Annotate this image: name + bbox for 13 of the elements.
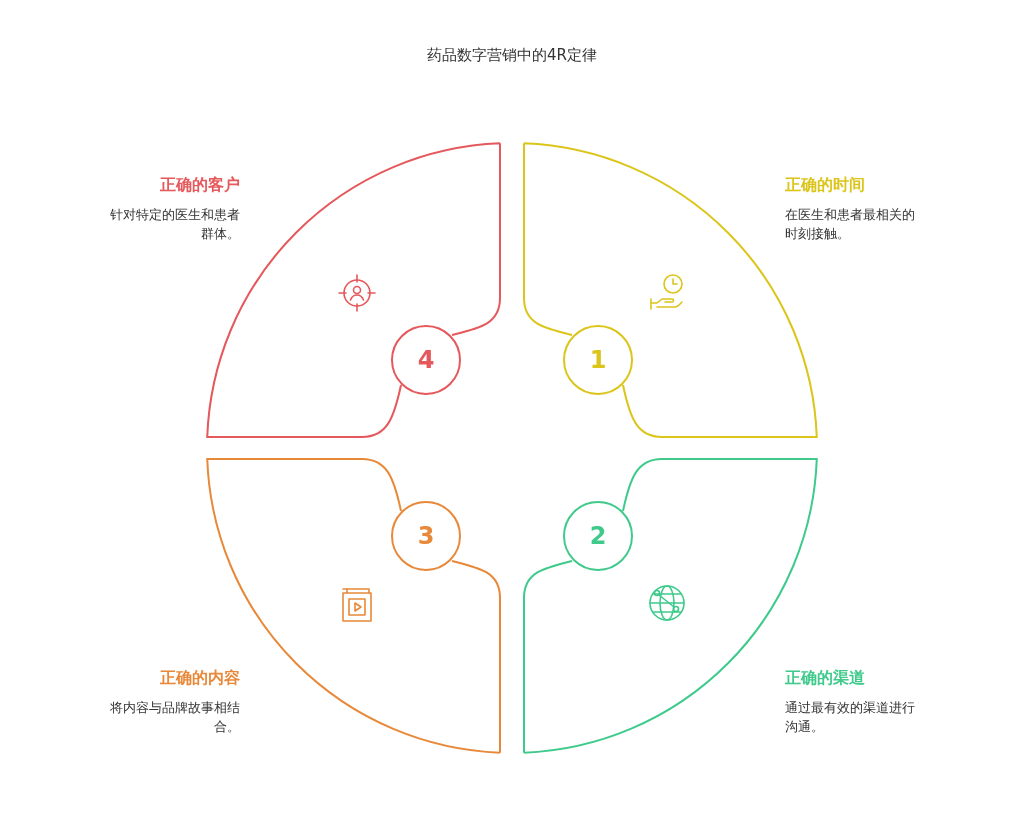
number-circle: 3 <box>391 501 461 571</box>
section-description: 在医生和患者最相关的时刻接触。 <box>785 206 916 243</box>
section-heading: 正确的时间 <box>785 175 866 196</box>
section-description: 将内容与品牌故事相结合。 <box>109 699 240 736</box>
number-circle: 2 <box>563 501 633 571</box>
section-heading: 正确的内容 <box>159 668 240 689</box>
number-circle: 4 <box>391 325 461 395</box>
section-heading: 正确的客户 <box>159 175 240 196</box>
section-description: 通过最有效的渠道进行沟通。 <box>785 699 916 736</box>
number-circle: 1 <box>563 325 633 395</box>
section-description: 针对特定的医生和患者群体。 <box>109 206 240 243</box>
diagram-title: 药品数字营销中的4R定律 <box>426 46 598 65</box>
section-heading: 正确的渠道 <box>785 668 866 689</box>
